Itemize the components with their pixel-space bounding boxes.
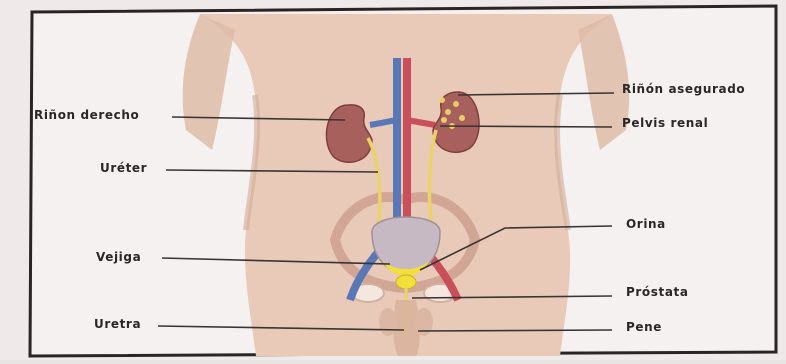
label-vejiga: Vejiga xyxy=(96,250,141,264)
label-ureter: Uréter xyxy=(100,161,147,175)
label-orina: Orina xyxy=(626,217,666,231)
label-rinon-asegurado: Riñón asegurado xyxy=(622,82,745,96)
label-prostata: Próstata xyxy=(626,285,689,299)
prostate xyxy=(396,275,416,289)
label-uretra: Uretra xyxy=(94,317,141,331)
label-pene: Pene xyxy=(626,320,662,334)
leader-pelvis-renal xyxy=(440,126,612,127)
label-rinon-derecho: Riñon derecho xyxy=(34,108,139,122)
leader-pene xyxy=(418,330,612,331)
label-pelvis-renal: Pelvis renal xyxy=(622,116,708,130)
